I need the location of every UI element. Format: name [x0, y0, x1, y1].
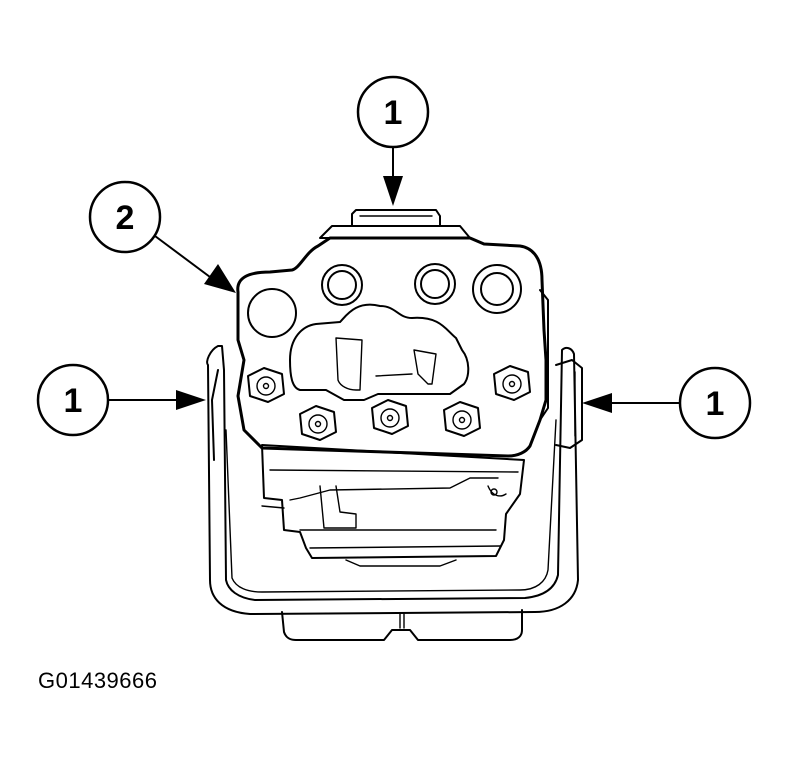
callout-label-top: 1 [384, 94, 403, 132]
arrow-upper-left [204, 264, 236, 293]
callout-circle-upper-left [88, 180, 162, 254]
figure-id: G01439666 [38, 668, 158, 693]
callout-label-upper-left: 2 [116, 199, 135, 237]
arrow-right [582, 393, 612, 413]
arrow-top [383, 176, 403, 206]
pump-motor-housing [261, 444, 525, 567]
callout-top: 1 [356, 75, 430, 206]
callout-left: 1 [36, 363, 206, 437]
callout-right: 1 [582, 366, 752, 440]
callout-label-left: 1 [64, 382, 83, 420]
callout-label-right: 1 [706, 385, 725, 423]
hydraulic-control-unit [236, 209, 549, 458]
leader-upper-left [154, 235, 215, 281]
callout-upper-left: 2 [88, 180, 236, 293]
mounting-bracket [206, 345, 583, 641]
brake-line-fittings [247, 365, 531, 441]
arrow-left [176, 390, 206, 410]
